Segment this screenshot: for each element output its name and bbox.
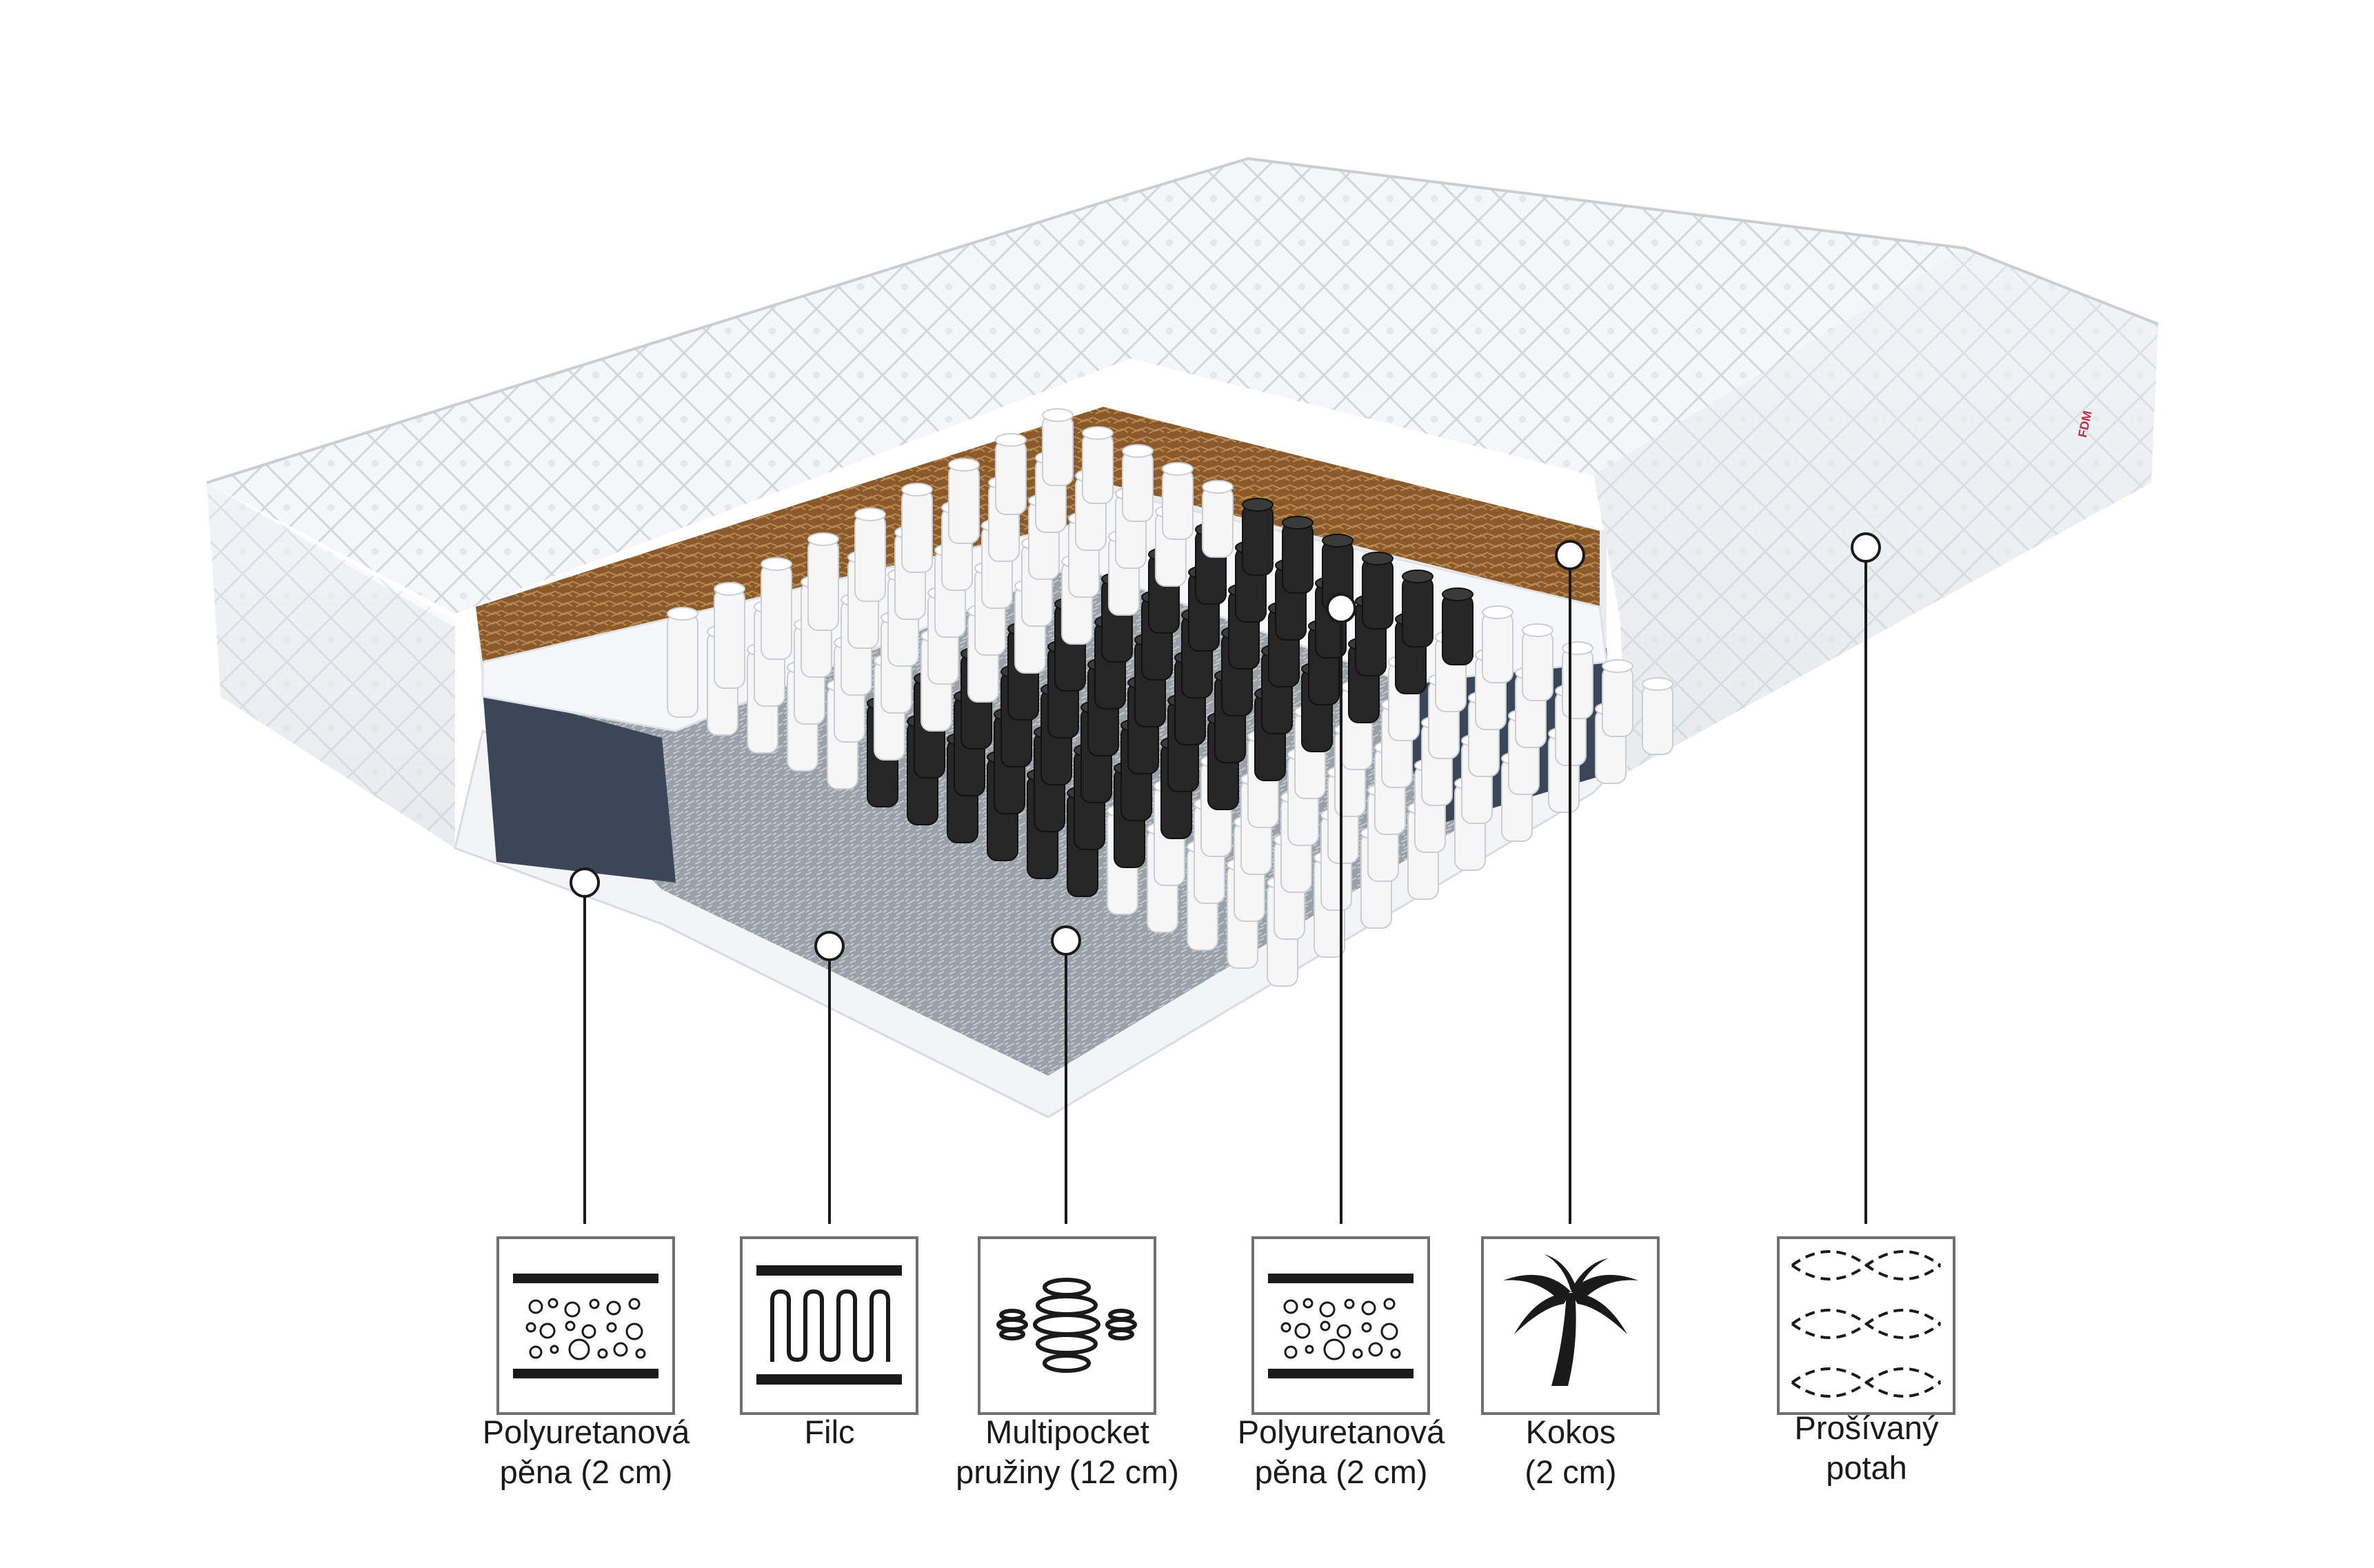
callout-marker-coconut [1555,540,1585,570]
pocket-spring-top [1522,623,1553,637]
pocket-spring [1162,468,1194,540]
pocket-spring-top [1402,570,1434,583]
pocket-spring-top [1562,641,1593,655]
pocket-spring [854,514,886,602]
cover-right-side-quilt [1593,248,2158,772]
callouts [570,532,1881,1224]
quilted-fabric-icon [1777,1236,1955,1415]
pocket-spring [1042,414,1074,486]
pocket-spring [1562,647,1593,719]
pocket-spring-top [995,433,1027,447]
pocket-spring [1242,504,1274,576]
label-quilted-cover: Prošívaný potah [1794,1409,1939,1486]
pocket-spring-top [1442,587,1473,601]
callout-marker-felt [814,931,845,961]
pocket-spring [1202,486,1234,558]
pocket-spring [1282,522,1314,594]
pocket-spring [1122,450,1154,522]
foam-icon [496,1236,675,1415]
pocket-spring-top [807,532,839,546]
pocket-spring-top [901,483,933,496]
label-multipocket-springs: Multipocket pružiny (12 cm) [956,1414,1179,1490]
pocket-spring-top [714,582,745,596]
pocket-spring-top [761,557,792,571]
pocket-spring-top [1082,426,1114,440]
callout-marker-multipocket-springs [1051,925,1081,956]
cover-top [207,159,1965,614]
pocket-spring [901,489,933,573]
pocket-spring-top [1642,677,1673,691]
label-felt: Filc [804,1414,855,1450]
palm-tree-icon [1481,1236,1660,1415]
pocket-spring [995,439,1027,515]
pocket-spring-top [1322,534,1354,547]
pocket-spring-top [1122,444,1154,458]
pocket-spring-top [1202,480,1234,494]
icon-boxes [496,1236,1955,1415]
pocket-spring-top [854,507,886,521]
pocket-spring-top [1282,516,1314,530]
pocket-spring-top [1242,498,1274,512]
callout-marker-quilted-cover [1851,532,1881,563]
pocket-spring-top [1602,659,1633,673]
pocket-spring [1602,665,1633,737]
pocket-spring [1442,594,1473,665]
pocket-spring-top [667,607,698,621]
pocket-spring-top [1482,605,1513,619]
felt-icon [740,1236,918,1415]
pocket-spring [714,588,745,689]
cover-left-side-quilt [207,483,455,848]
label-polyurethane-foam-bottom: Polyuretanová pěna (2 cm) [482,1414,690,1490]
pocket-spring-top [948,458,980,472]
pocket-spring [1522,630,1553,701]
pocket-spring-top [1362,552,1394,565]
pocket-spring-top [1042,408,1074,422]
callout-marker-polyurethane-foam-top [1326,593,1356,623]
foam-block-left [483,690,676,883]
foam-icon [1251,1236,1430,1415]
pocket-spring [1482,612,1513,683]
multipocket-springs [667,408,1673,987]
pocket-spring [761,563,792,660]
pocket-spring [1082,432,1114,504]
pocket-spring [807,539,839,631]
springs-icon [978,1236,1156,1415]
label-polyurethane-foam-top: Polyuretanová pěna (2 cm) [1237,1414,1445,1490]
pocket-spring [667,613,698,718]
pocket-spring-top [1162,462,1194,476]
pocket-spring [1362,558,1394,630]
quilted-cover [206,157,2159,848]
pocket-spring [948,464,980,544]
callout-marker-polyurethane-foam-bottom [570,867,600,898]
pocket-spring [1402,576,1434,647]
pocket-spring [1642,683,1673,755]
label-coconut: Kokos (2 cm) [1525,1414,1617,1490]
